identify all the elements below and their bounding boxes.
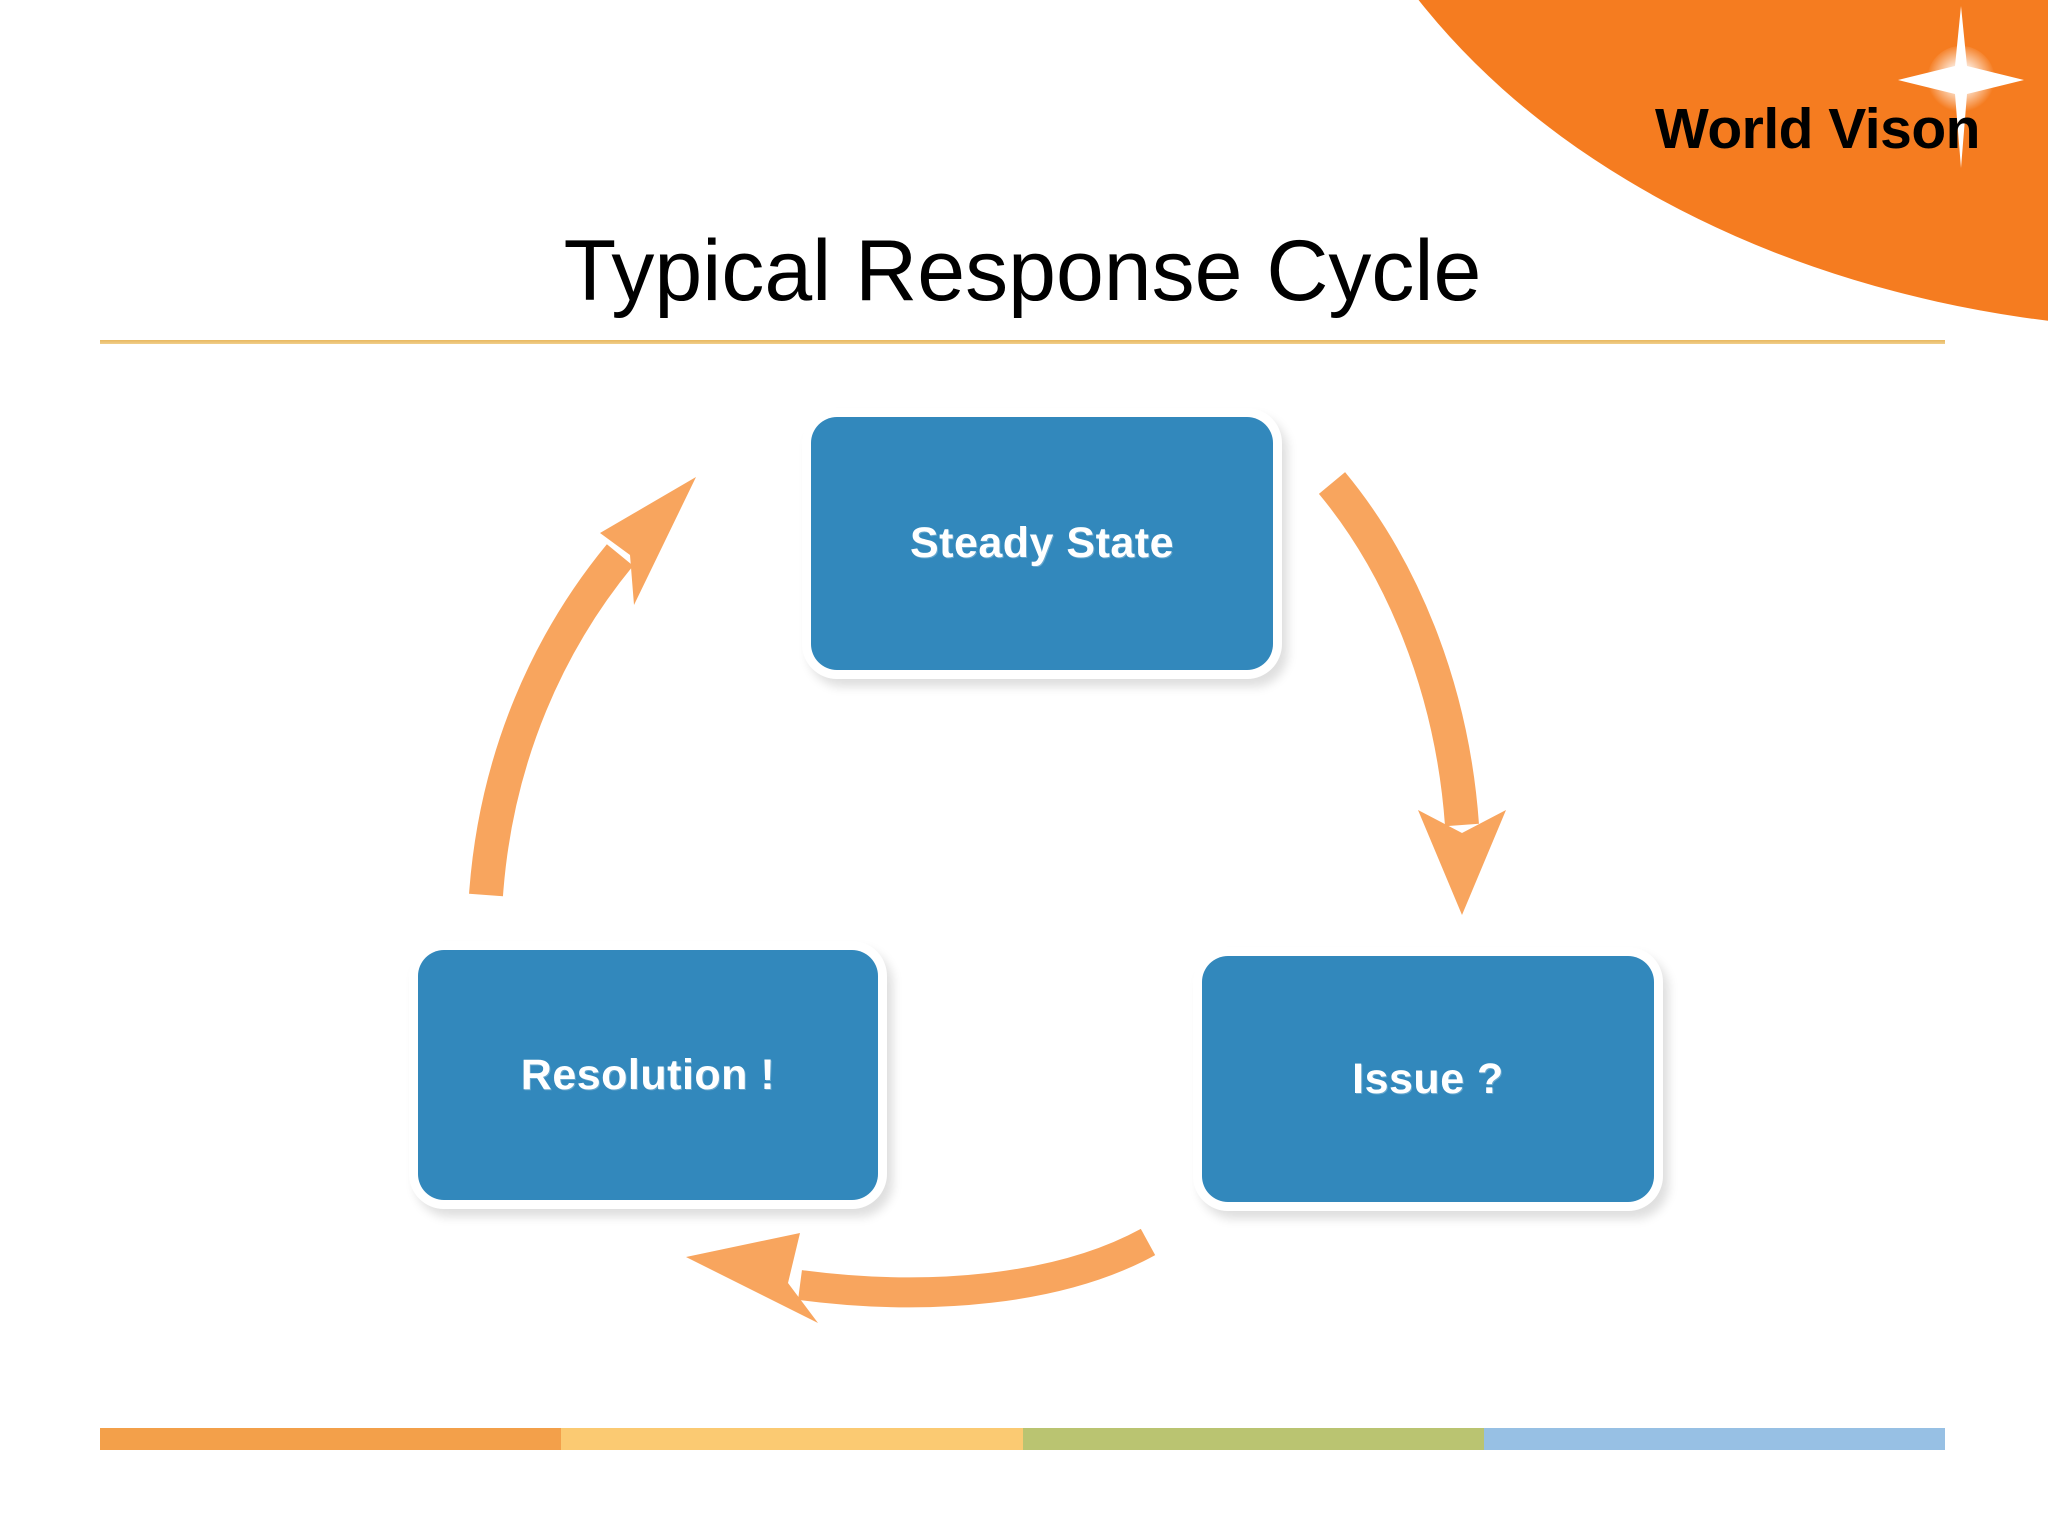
footer-segment-olive <box>1022 1428 1484 1450</box>
title-divider <box>100 340 1945 344</box>
node-steady-state-label: Steady State <box>909 519 1175 567</box>
arrow-issue-to-resolution <box>686 1228 1156 1323</box>
node-issue[interactable]: Issue ? <box>1202 956 1654 1202</box>
footer-segment-blue <box>1483 1428 1945 1450</box>
footer-segment-gold <box>561 1428 1023 1450</box>
cycle-arrows-group <box>469 472 1506 1323</box>
wordmark-text-tail: n <box>1945 97 1981 161</box>
world-vision-wordmark: World Vison <box>1655 96 1980 162</box>
node-issue-label: Issue ? <box>1352 1054 1504 1103</box>
node-resolution[interactable]: Resolution ! <box>418 950 878 1200</box>
node-steady-state[interactable]: Steady State <box>811 417 1273 670</box>
page-title: Typical Response Cycle <box>563 223 1482 319</box>
wordmark-text-lead: World Vis <box>1655 97 1912 161</box>
arrow-resolution-to-steady <box>469 477 696 897</box>
node-resolution-label: Resolution ! <box>520 1050 776 1099</box>
footer-segment-orange <box>100 1428 562 1450</box>
wordmark-o-glyph: o <box>1911 97 1946 161</box>
star-sparkle-icon <box>1898 6 2024 168</box>
footer-color-bar <box>100 1428 1945 1450</box>
cycle-diagram: Steady State Issue ? Resolution ! <box>100 355 1945 1405</box>
arrow-steady-to-issue <box>1318 472 1506 915</box>
